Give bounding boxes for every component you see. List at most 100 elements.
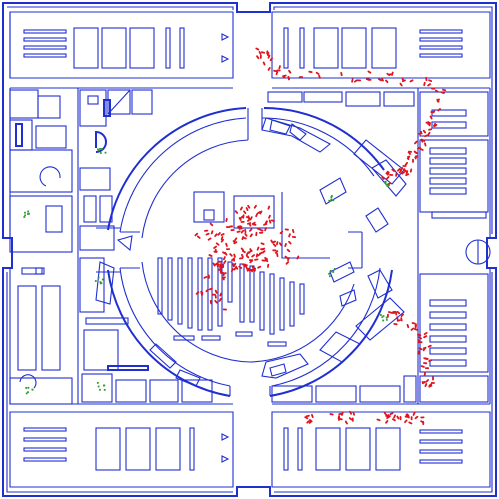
sensor-dot (25, 387, 28, 389)
agent (260, 242, 265, 245)
agent (208, 287, 213, 291)
agent (408, 421, 413, 425)
agent (220, 236, 224, 241)
agent (267, 67, 271, 71)
agent (406, 324, 410, 329)
agent (251, 268, 254, 273)
sensor-marker-east-inner (328, 268, 336, 278)
agent (399, 167, 404, 171)
agent (243, 210, 247, 215)
agent (245, 265, 249, 270)
sensor-dot (27, 210, 29, 213)
agent (259, 251, 263, 255)
agent (383, 412, 387, 416)
agent (274, 250, 279, 254)
agent (414, 155, 418, 160)
sensor-dot (24, 211, 26, 214)
sensor-marker-west-room-1 (23, 210, 30, 218)
sensor-dot (330, 198, 333, 201)
agent (225, 242, 228, 247)
agent (421, 138, 426, 142)
agent (418, 336, 422, 340)
agent (203, 276, 208, 279)
agent (245, 216, 250, 219)
agent-cluster-south-corridor (304, 410, 425, 426)
agent (234, 210, 239, 214)
agent (247, 218, 251, 222)
agent (214, 289, 218, 294)
sensor-dot (99, 152, 102, 154)
agent (424, 142, 427, 147)
sensor-dot (100, 148, 103, 150)
agent (251, 221, 256, 225)
agent (423, 371, 426, 377)
agent (305, 414, 310, 418)
agent (376, 418, 381, 422)
sensor-dot (382, 319, 385, 322)
sensor-dot (101, 278, 104, 281)
agent (386, 171, 390, 176)
agent (406, 413, 410, 418)
agent (256, 253, 261, 257)
agent (292, 229, 295, 234)
agent (410, 327, 415, 331)
agent (422, 129, 427, 134)
sensor-dot (97, 149, 100, 152)
agent (241, 250, 246, 254)
agent (256, 246, 260, 251)
agent (341, 411, 344, 416)
agent (279, 230, 284, 235)
agent (404, 419, 408, 424)
agent (225, 217, 228, 222)
sensor-dot (330, 270, 333, 273)
south-east-wing (271, 411, 491, 488)
sensor-dot (27, 391, 29, 394)
agent (238, 217, 242, 221)
sensor-marker-north-west-stair (97, 148, 107, 154)
west-rooms (9, 89, 73, 405)
agent (287, 76, 290, 81)
agent (381, 176, 385, 180)
agent (261, 250, 266, 254)
sensor-dot (103, 389, 106, 391)
sensor-dot (380, 314, 382, 316)
agent (311, 413, 314, 418)
agent (270, 219, 275, 222)
sensor-dot (31, 388, 34, 391)
agent (249, 233, 253, 238)
agent (233, 266, 237, 271)
agent (427, 131, 431, 136)
agent (218, 297, 222, 302)
north-west-inner (79, 89, 153, 251)
agent (318, 74, 321, 79)
sensor-dot (385, 316, 388, 319)
agent-layer (194, 47, 447, 426)
sensor-dot (27, 386, 30, 389)
agent (388, 311, 393, 314)
agent (413, 150, 418, 154)
agent (264, 227, 267, 232)
sensor-marker-east-door (328, 195, 335, 202)
agent (213, 263, 218, 267)
agent (284, 255, 289, 260)
agent (285, 261, 290, 265)
agent (255, 213, 258, 218)
agent (397, 168, 401, 172)
sensor-dot (382, 315, 385, 317)
sensor-dot (23, 216, 26, 218)
agent (220, 233, 225, 236)
agent (272, 243, 277, 247)
agent (306, 420, 310, 424)
agent (409, 79, 414, 83)
agent (386, 415, 391, 418)
agent (245, 207, 249, 211)
agent (242, 236, 247, 240)
agent (256, 227, 261, 231)
agent (201, 292, 204, 297)
agent (349, 410, 352, 415)
agent (437, 108, 441, 112)
agent (424, 383, 428, 387)
